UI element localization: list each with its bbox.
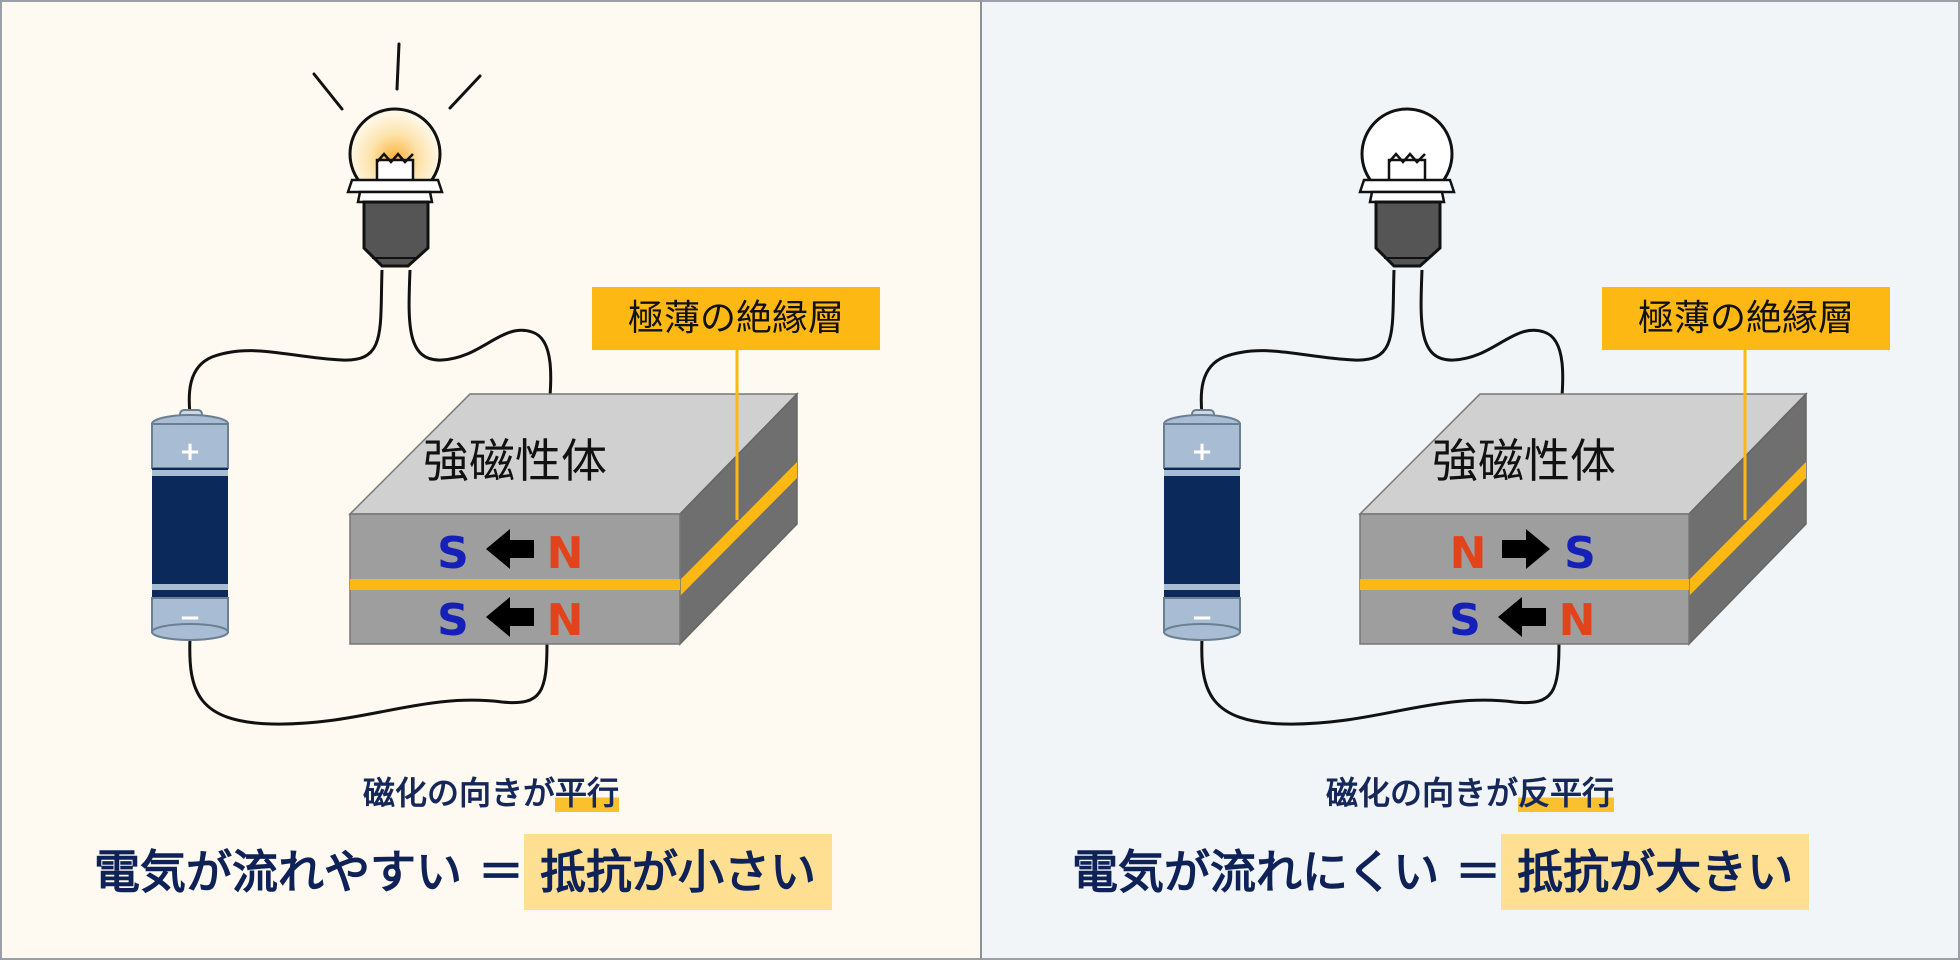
bottom-layer-arrow-left-icon — [1498, 597, 1546, 637]
battery-icon: + − — [1163, 409, 1241, 641]
bottom-layer-left-pole: S — [1449, 595, 1481, 646]
battery-plus-label: + — [179, 437, 201, 467]
battery-minus-label: − — [1191, 603, 1213, 633]
ferromagnet-label: 強磁性体 — [1432, 434, 1616, 488]
light-rays — [312, 42, 482, 111]
wire-bulb-to-block — [407, 269, 553, 423]
top-layer-arrow-right-icon — [1502, 529, 1550, 569]
result-text: 電気が流れやすい ＝ — [94, 845, 525, 899]
light-bulb-icon — [1358, 107, 1456, 268]
wire-bulb-to-battery — [1199, 269, 1396, 415]
top-layer-left-pole: S — [437, 528, 469, 579]
wire-bulb-to-block — [1419, 269, 1565, 423]
caption-highlight: 平行 — [555, 774, 620, 812]
magnetization-caption: 磁化の向きが反平行 — [982, 768, 1958, 814]
result-text: 電気が流れにくい ＝ — [1072, 845, 1502, 899]
caption-highlight: 反平行 — [1518, 774, 1615, 812]
top-layer-left-pole: N — [1450, 528, 1487, 579]
wire-bulb-to-battery — [187, 269, 384, 415]
circuit-illustration: + − 強磁性体 N S S N — [1163, 107, 1890, 726]
bottom-layer-arrow-left-icon — [486, 597, 534, 637]
battery-icon: + − — [151, 409, 229, 641]
top-layer-arrow-left-icon — [486, 529, 534, 569]
bottom-layer-left-pole: S — [437, 595, 469, 646]
bottom-layer-right-pole: N — [547, 595, 584, 646]
result-caption: 電気が流れやすい ＝抵抗が小さい — [94, 834, 833, 910]
wire-battery-to-block — [188, 637, 549, 726]
insulator-callout — [592, 287, 880, 350]
ferromagnet-block: 強磁性体 S N S N — [348, 392, 799, 646]
ferromagnet-block: 強磁性体 N S S N — [1358, 392, 1808, 646]
insulator-callout — [1602, 287, 1890, 350]
bottom-layer-right-pole: N — [1559, 595, 1596, 646]
result-highlight: 抵抗が小さい — [524, 834, 833, 910]
result-caption: 電気が流れにくい ＝抵抗が大きい — [1072, 834, 1810, 910]
wire-battery-to-block — [1200, 637, 1561, 726]
panel-parallel: + − 強磁性体 S N S N — [0, 0, 980, 960]
caption-prefix: 磁化の向きが — [1325, 774, 1518, 812]
battery-plus-label: + — [1191, 437, 1213, 467]
insulator-label: 極薄の絶縁層 — [628, 298, 844, 339]
top-layer-right-pole: N — [547, 528, 584, 579]
ferromagnet-label: 強磁性体 — [423, 434, 607, 488]
circuit-illustration: + − 強磁性体 S N S N — [151, 42, 880, 726]
insulator-label: 極薄の絶縁層 — [1638, 298, 1854, 339]
panel-antiparallel: + − 強磁性体 N S S N — [980, 0, 1960, 960]
magnetization-caption: 磁化の向きが平行 — [2, 768, 980, 814]
result-highlight: 抵抗が大きい — [1501, 834, 1810, 910]
caption-prefix: 磁化の向きが — [362, 774, 555, 812]
battery-minus-label: − — [179, 603, 201, 633]
top-layer-right-pole: S — [1564, 528, 1596, 579]
light-bulb-icon — [346, 107, 444, 268]
